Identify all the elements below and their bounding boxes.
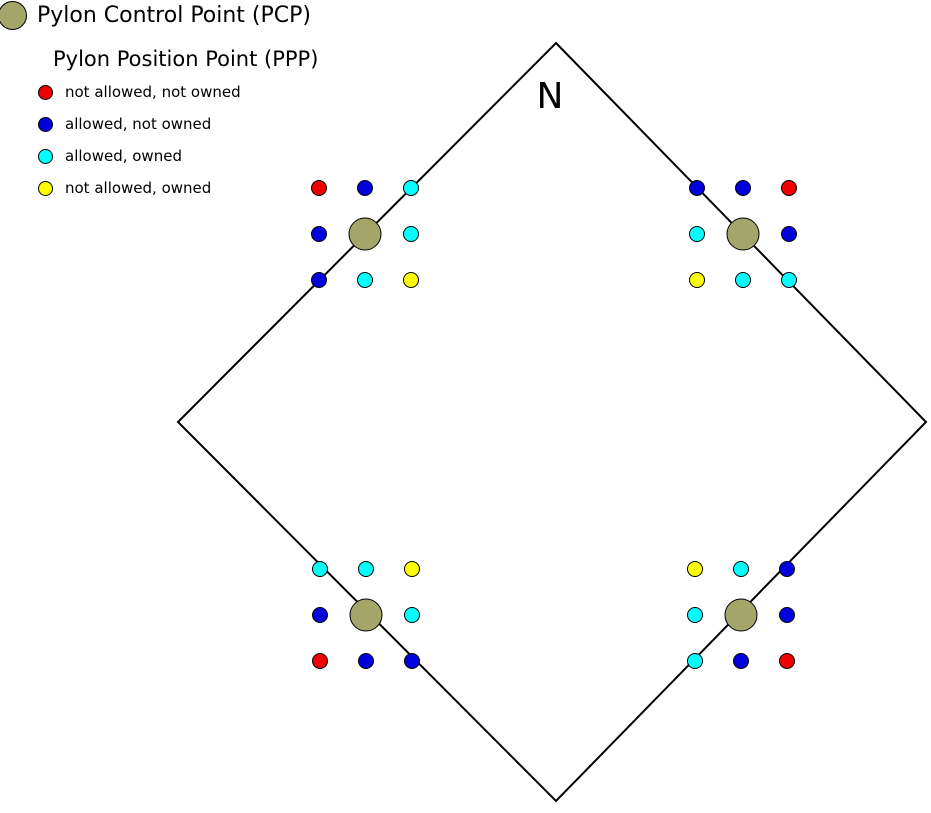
ppp-dot-blue — [779, 561, 795, 577]
pcp-lower-right — [724, 598, 758, 632]
legend-item-label: not allowed, owned — [65, 179, 212, 197]
pylon-cluster-lower-right — [687, 561, 795, 669]
legend-item-label: allowed, owned — [65, 147, 182, 165]
ppp-dot-cyan — [357, 272, 373, 288]
ppp-dot-cyan — [403, 226, 419, 242]
pylon-cluster-lower-left — [312, 561, 420, 669]
ppp-dot-blue — [357, 180, 373, 196]
ppp-dot-yellow — [687, 561, 703, 577]
yellow-dot-icon — [38, 180, 53, 196]
legend-item-blue: allowed, not owned — [38, 115, 318, 133]
ppp-dot-blue — [311, 226, 327, 242]
ppp-dot-cyan — [735, 272, 751, 288]
ppp-dot-blue — [404, 653, 420, 669]
ppp-dot-blue — [735, 180, 751, 196]
ppp-dot-cyan — [687, 653, 703, 669]
ppp-dot-cyan — [358, 561, 374, 577]
ppp-dot-blue — [689, 180, 705, 196]
ppp-dot-blue — [312, 607, 328, 623]
ppp-dot-cyan — [733, 561, 749, 577]
ppp-dot-blue — [779, 607, 795, 623]
blue-dot-icon — [38, 116, 53, 132]
legend-pcp-row: Pylon Control Point (PCP) — [0, 1, 318, 30]
ppp-dot-yellow — [404, 561, 420, 577]
north-label: N — [537, 76, 564, 117]
pcp-upper-left — [348, 217, 382, 251]
legend-items: not allowed, not owned allowed, not owned… — [38, 83, 318, 197]
cyan-dot-icon — [38, 148, 53, 164]
ppp-dot-red — [311, 180, 327, 196]
pylon-cluster-upper-left — [311, 180, 419, 288]
legend-item-cyan: allowed, owned — [38, 147, 318, 165]
legend-ppp-title: Pylon Position Point (PPP) — [53, 47, 319, 71]
ppp-dot-cyan — [403, 180, 419, 196]
ppp-dot-yellow — [403, 272, 419, 288]
ppp-dot-cyan — [312, 561, 328, 577]
legend-item-red: not allowed, not owned — [38, 83, 318, 101]
ppp-dot-blue — [311, 272, 327, 288]
ppp-dot-cyan — [687, 607, 703, 623]
pcp-lower-left — [349, 598, 383, 632]
ppp-dot-red — [312, 653, 328, 669]
legend-item-label: allowed, not owned — [65, 115, 212, 133]
pylon-cluster-upper-right — [689, 180, 797, 288]
legend-pcp-label: Pylon Control Point (PCP) — [37, 3, 311, 28]
red-dot-icon — [38, 84, 53, 100]
ppp-dot-cyan — [689, 226, 705, 242]
pcp-upper-right — [726, 217, 760, 251]
ppp-dot-cyan — [781, 272, 797, 288]
ppp-dot-cyan — [404, 607, 420, 623]
ppp-dot-yellow — [689, 272, 705, 288]
legend: Pylon Control Point (PCP) Pylon Position… — [0, 0, 318, 197]
ppp-dot-red — [781, 180, 797, 196]
track-diamond-outline — [176, 41, 928, 803]
ppp-dot-blue — [781, 226, 797, 242]
ppp-dot-red — [779, 653, 795, 669]
pcp-swatch-icon — [0, 1, 27, 30]
ppp-dot-blue — [733, 653, 749, 669]
ppp-dot-blue — [358, 653, 374, 669]
legend-item-label: not allowed, not owned — [65, 83, 241, 101]
legend-item-yellow: not allowed, owned — [38, 179, 318, 197]
